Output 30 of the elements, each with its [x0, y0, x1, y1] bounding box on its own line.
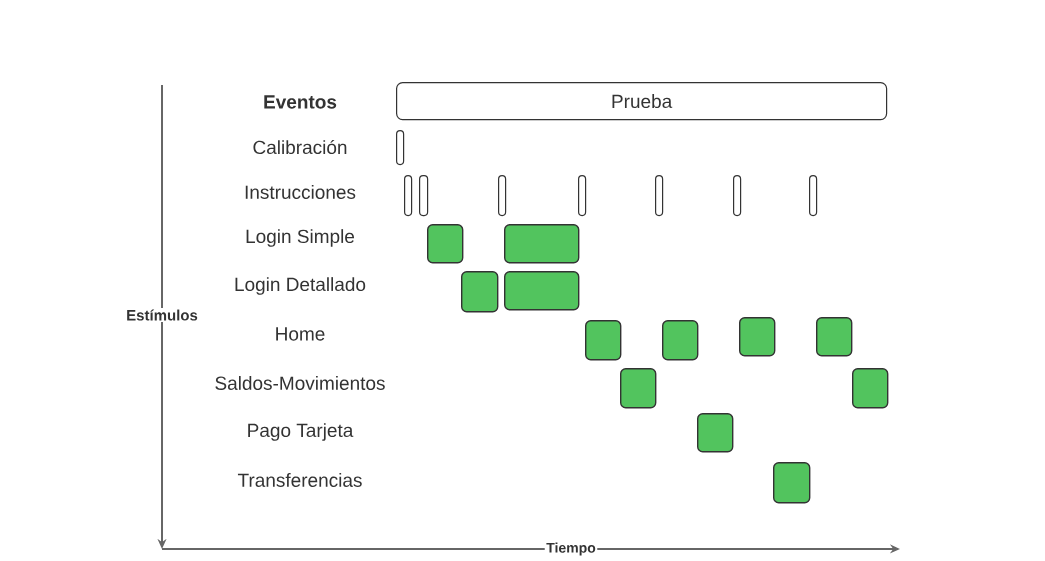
event-marker — [419, 175, 429, 217]
stimulus-block — [504, 224, 580, 264]
event-marker — [733, 175, 742, 217]
row-label: Transferencias — [237, 473, 362, 487]
event-marker — [809, 175, 818, 217]
row-label: Login Simple — [246, 229, 355, 247]
event-marker — [404, 175, 413, 217]
row-label: Calibración — [253, 139, 347, 155]
stimulus-block — [620, 368, 657, 409]
row-label: Instrucciones — [245, 185, 356, 199]
stimulus-block — [662, 320, 699, 361]
phase-bar: Prueba — [396, 82, 888, 121]
stimulus-block — [504, 271, 580, 311]
stimulus-block — [697, 413, 734, 453]
stimulus-block — [816, 317, 853, 357]
row-label: Saldos-Movimientos — [215, 376, 385, 390]
event-marker — [396, 130, 405, 166]
row-heading: Eventos — [264, 95, 337, 109]
stimulus-block — [427, 224, 464, 264]
row-label: Pago Tarjeta — [248, 423, 354, 441]
stimulus-block — [585, 320, 622, 361]
stimulus-block — [461, 271, 499, 313]
stimulus-block — [773, 462, 811, 504]
row-label: Login Detallado — [235, 277, 366, 295]
event-marker — [578, 175, 587, 217]
event-marker — [655, 175, 664, 217]
stimulus-block — [852, 368, 889, 409]
row-label: Home — [276, 327, 325, 341]
stimulus-block — [739, 317, 776, 357]
event-marker — [498, 175, 507, 217]
